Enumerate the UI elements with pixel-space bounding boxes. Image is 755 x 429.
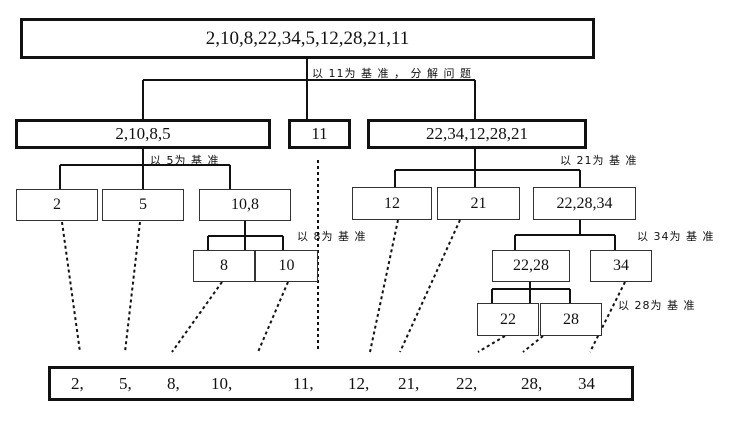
result-value: 12, [348, 374, 370, 393]
result-value: 28, [521, 374, 543, 393]
node-28-box: 28 [540, 303, 602, 336]
node-12-text: 12 [384, 194, 400, 212]
pivot-34-annotation: 以 34为 基 准 [637, 230, 715, 243]
node-34-text: 34 [613, 257, 629, 274]
node-2-box: 2 [16, 189, 98, 221]
right-partition-box: 22,34,12,28,21 [367, 119, 587, 149]
node-10-box: 10 [255, 250, 318, 282]
node-10-text: 10 [278, 257, 295, 274]
node-22-box: 22 [477, 303, 539, 336]
result-value: 11, [293, 374, 314, 393]
result-value: 34 [578, 374, 595, 393]
node-22-28-box: 22,28 [492, 250, 570, 282]
left-partition-box: 2,10,8,5 [15, 119, 271, 149]
node-8-text: 8 [220, 257, 228, 274]
result-value: 10, [211, 374, 233, 393]
node-10-8-box: 10,8 [199, 189, 291, 221]
result-value: 22, [456, 374, 478, 393]
pivot-28-annotation: 以 28为 基 准 [618, 299, 696, 312]
pivot-21-annotation: 以 21为 基 准 [560, 154, 638, 167]
node-21-text: 21 [470, 194, 487, 212]
node-2-text: 2 [53, 196, 61, 213]
node-34-box: 34 [590, 250, 652, 282]
node-21-box: 21 [437, 187, 520, 220]
node-5-box: 5 [102, 189, 184, 221]
right-partition-text: 22,34,12,28,21 [426, 124, 528, 143]
pivot-5-annotation: 以 5为 基 准 [150, 154, 220, 167]
node-22-text: 22 [500, 310, 516, 328]
root-array-text: 2,10,8,22,34,5,12,28,21,11 [205, 27, 410, 49]
node-12-box: 12 [352, 187, 432, 220]
pivot-11-text: 11 [311, 124, 328, 143]
pivot-11-box: 11 [288, 119, 351, 149]
result-value: 8, [167, 374, 180, 393]
root-array-box: 2,10,8,22,34,5,12,28,21,11 [20, 18, 595, 59]
node-8-box: 8 [193, 250, 255, 282]
result-value: 21, [398, 374, 420, 393]
node-5-text: 5 [139, 196, 147, 213]
node-22-28-34-text: 22,28,34 [556, 194, 613, 212]
node-28-text: 28 [563, 310, 579, 328]
sorted-result-box: 2, 5, 8, 10, 11, 12, 21, 22, 28, 34 [48, 366, 634, 401]
result-value: 2, [71, 374, 84, 393]
node-22-28-34-box: 22,28,34 [533, 187, 636, 220]
result-value: 5, [119, 374, 132, 393]
pivot-11-annotation: 以 11为 基 准 ， 分 解 问 题 [312, 67, 472, 80]
left-partition-text: 2,10,8,5 [115, 124, 171, 143]
node-22-28-text: 22,28 [513, 257, 549, 274]
node-10-8-text: 10,8 [231, 196, 259, 213]
pivot-8-annotation: 以 8为 基 准 [297, 230, 367, 243]
